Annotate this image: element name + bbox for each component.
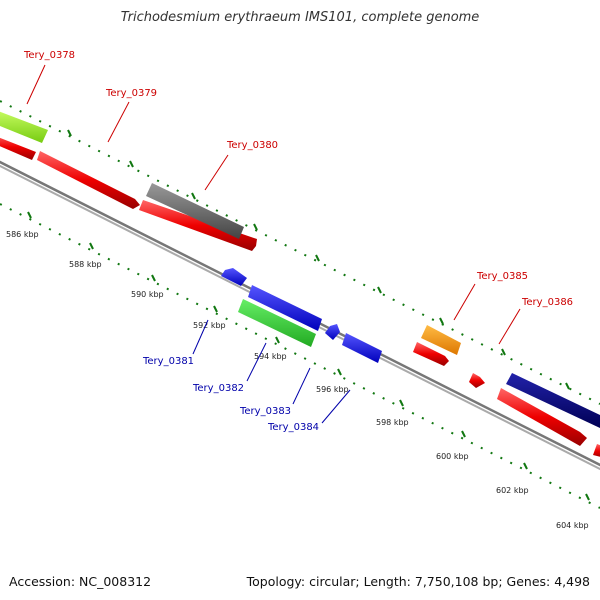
- feature-track: [0, 108, 600, 428]
- tick-labels: 586 kbp 588 kbp 590 kbp 592 kbp 594 kbp …: [6, 230, 589, 530]
- gene-labels: Tery_0378 Tery_0379 Tery_0380 Tery_0381 …: [23, 50, 573, 433]
- feature-green[interactable]: [238, 299, 316, 347]
- tick-label: 596 kbp: [316, 385, 349, 394]
- cds-feature[interactable]: [139, 200, 257, 251]
- tick-label: 590 kbp: [131, 290, 164, 299]
- tick-label: 604 kbp: [556, 521, 589, 530]
- major-ticks: [27, 129, 590, 501]
- gene-label[interactable]: Tery_0382: [192, 383, 244, 394]
- cds-forward-track: [0, 134, 600, 458]
- gene-label[interactable]: Tery_0384: [267, 422, 319, 433]
- feature-blue[interactable]: [221, 268, 247, 286]
- tick-label: 600 kbp: [436, 452, 469, 461]
- gene-label[interactable]: Tery_0379: [105, 88, 157, 99]
- tick-label: 588 kbp: [69, 260, 102, 269]
- feature-blue[interactable]: [248, 285, 322, 331]
- gene-label[interactable]: Tery_0383: [239, 406, 291, 417]
- feature-orange[interactable]: [421, 325, 461, 355]
- accession-text: Accession: NC_008312: [9, 574, 152, 589]
- tick-label: 594 kbp: [254, 352, 287, 361]
- cds-feature[interactable]: [593, 444, 600, 458]
- guide-tracks: [0, 100, 600, 509]
- feature-navy[interactable]: [506, 373, 600, 428]
- gene-label[interactable]: Tery_0385: [476, 271, 528, 282]
- gene-label[interactable]: Tery_0386: [521, 297, 573, 308]
- gene-label[interactable]: Tery_0381: [142, 356, 194, 367]
- tick-label: 592 kbp: [193, 321, 226, 330]
- topology-text: Topology: circular; Length: 7,750,108 bp…: [246, 574, 590, 589]
- cds-feature[interactable]: [413, 342, 449, 366]
- cds-feature[interactable]: [469, 373, 485, 388]
- feature-blue[interactable]: [325, 324, 340, 340]
- gene-label[interactable]: Tery_0380: [226, 140, 278, 151]
- tick-label: 598 kbp: [376, 418, 409, 427]
- gene-label[interactable]: Tery_0378: [23, 50, 75, 61]
- feature-lime[interactable]: [0, 108, 48, 143]
- feature-blue[interactable]: [342, 333, 382, 363]
- tick-label: 586 kbp: [6, 230, 39, 239]
- cds-feature[interactable]: [37, 151, 140, 209]
- cds-feature[interactable]: [0, 134, 36, 160]
- label-leaders: [26, 64, 521, 424]
- feature-gray[interactable]: [146, 183, 244, 239]
- cds-feature[interactable]: [497, 388, 587, 446]
- tick-label: 602 kbp: [496, 486, 529, 495]
- map-title: Trichodesmium erythraeum IMS101, complet…: [120, 10, 480, 25]
